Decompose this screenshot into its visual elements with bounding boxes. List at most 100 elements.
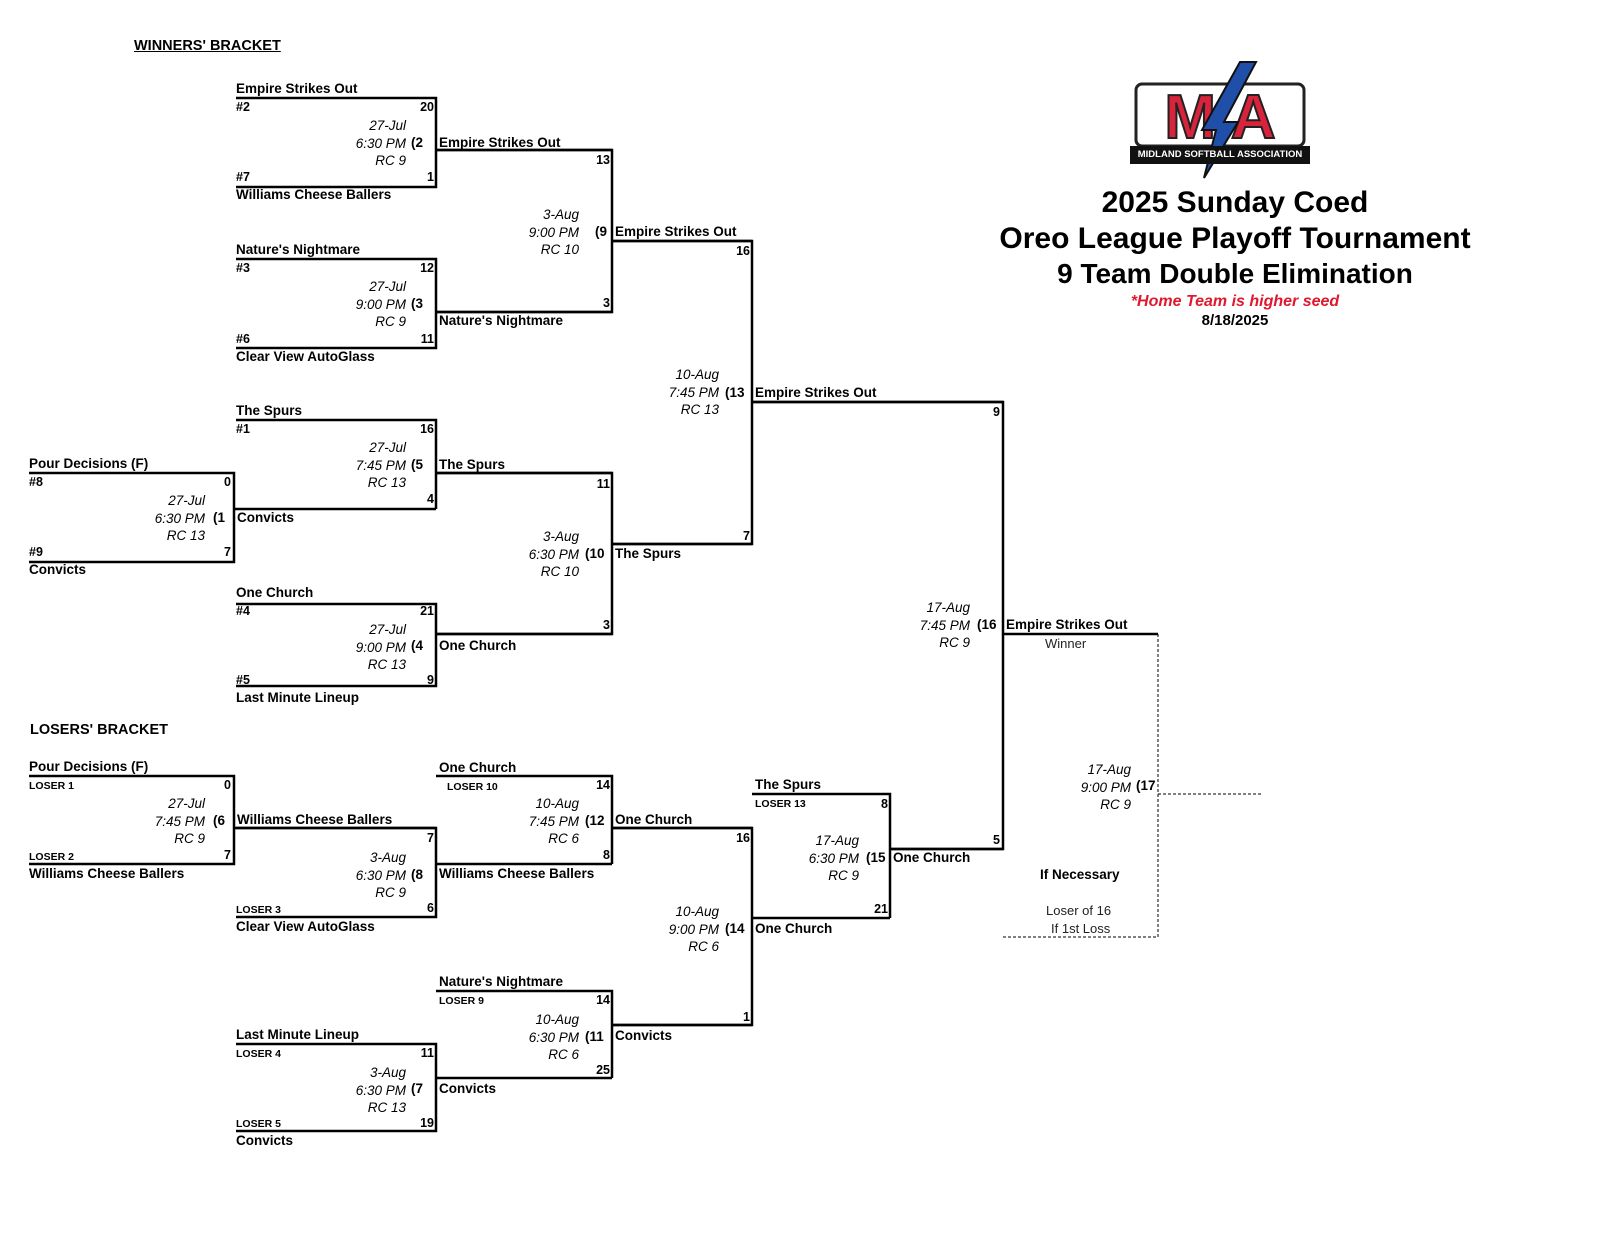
game-3-bottom-team: Clear View AutoGlass xyxy=(236,349,375,364)
game-1-top-seed: #8 xyxy=(29,475,43,489)
game-5-bracket xyxy=(236,418,438,509)
game-10-bottom-score: 3 xyxy=(603,618,610,632)
game-5-time: 7:45 PM xyxy=(355,457,406,473)
game-11-top-team: Nature's Nightmare xyxy=(439,974,563,989)
game-1-bottom-score: 7 xyxy=(224,545,231,559)
game-4-bottom-team: Last Minute Lineup xyxy=(236,690,359,705)
game-13-winner: Empire Strikes Out xyxy=(755,385,877,400)
game-12-time: 7:45 PM xyxy=(528,813,579,829)
game-3-time: 9:00 PM xyxy=(355,296,406,312)
game-11-bracket xyxy=(436,989,614,1078)
game-9-time: 9:00 PM xyxy=(528,224,579,240)
winners-bracket-heading: WINNERS' BRACKET xyxy=(134,38,281,54)
game-9-top-score: 13 xyxy=(596,153,610,167)
game-3-bracket xyxy=(236,257,438,350)
game-7-date: 3-Aug xyxy=(369,1065,406,1080)
losers-bracket-heading: LOSERS' BRACKET xyxy=(30,722,168,738)
game-15-bottom-score: 21 xyxy=(874,902,888,916)
game-17-bracket xyxy=(1003,634,1159,938)
game-6-bottom-team: Williams Cheese Ballers xyxy=(29,866,185,881)
logo-banner-text: MIDLAND SOFTBALL ASSOCIATION xyxy=(1137,149,1303,160)
game-12-top-team: One Church xyxy=(439,760,517,775)
game-16-winner: Empire Strikes Out xyxy=(1006,617,1128,632)
game-4-bracket xyxy=(236,602,438,688)
game-6-field: RC 9 xyxy=(174,831,205,846)
game-17-time: 9:00 PM xyxy=(1080,779,1131,795)
game-4-time: 9:00 PM xyxy=(355,639,406,655)
game-11-number: (11 xyxy=(585,1029,604,1044)
game-7-bottom-score: 19 xyxy=(420,1116,434,1130)
game-12-date: 10-Aug xyxy=(535,796,579,811)
game-16-top-score: 9 xyxy=(993,405,1000,419)
game-11-top-tag: LOSER 9 xyxy=(439,995,484,1007)
game-11-top-score: 14 xyxy=(596,993,610,1007)
game-10-winner: The Spurs xyxy=(615,546,682,561)
game-16-field: RC 9 xyxy=(939,635,970,650)
game-11-date: 10-Aug xyxy=(535,1012,579,1027)
game-15-top-score: 8 xyxy=(881,797,888,811)
game-8-winner: Williams Cheese Ballers xyxy=(439,866,595,881)
game-16-number: (16 xyxy=(977,617,997,632)
game-15-bracket xyxy=(752,792,892,918)
game-2-top-score: 20 xyxy=(420,100,434,114)
game-11-time: 6:30 PM xyxy=(528,1029,579,1045)
game-15-time: 6:30 PM xyxy=(808,850,859,866)
game-2-bracket xyxy=(236,96,438,189)
game-11-winner: Convicts xyxy=(615,1028,673,1043)
game-2-winner: Empire Strikes Out xyxy=(439,135,561,150)
game-1-date: 27-Jul xyxy=(168,493,205,508)
game-9-bracket xyxy=(436,148,614,314)
game-13-bottom-score: 7 xyxy=(743,529,750,543)
game-3-winner: Nature's Nightmare xyxy=(439,313,563,328)
game-15-winner: One Church xyxy=(893,850,971,865)
game-5-date: 27-Jul xyxy=(369,440,406,455)
game-14-winner: One Church xyxy=(755,921,833,936)
game-2-field: RC 9 xyxy=(375,153,406,168)
game-2-date: 27-Jul xyxy=(369,118,406,133)
game-2-bottom-seed: #7 xyxy=(236,170,250,184)
game-12-number: (12 xyxy=(585,813,605,828)
logo-graphic: M A xyxy=(1130,61,1310,179)
game-14-number: (14 xyxy=(725,921,745,936)
game-3-top-score: 12 xyxy=(420,261,434,275)
game-4-field: RC 13 xyxy=(367,657,406,672)
game-2-top-team: Empire Strikes Out xyxy=(236,81,358,96)
game-1-bottom-team: Convicts xyxy=(29,562,87,577)
game-12-field: RC 6 xyxy=(548,831,579,846)
game-8-time: 6:30 PM xyxy=(355,867,406,883)
game-12-bracket xyxy=(436,774,614,864)
game-4-bottom-score: 9 xyxy=(427,673,434,687)
game-3-bottom-seed: #6 xyxy=(236,332,250,346)
game-6-number: (6 xyxy=(213,813,226,828)
game-16-time: 7:45 PM xyxy=(919,617,970,633)
game-17-date: 17-Aug xyxy=(1087,762,1131,777)
game-7-winner: Convicts xyxy=(439,1081,497,1096)
game-5-top-seed: #1 xyxy=(236,422,250,436)
game-13-top-score: 16 xyxy=(736,244,750,258)
game-5-top-team: The Spurs xyxy=(236,403,303,418)
game-15-top-tag: LOSER 13 xyxy=(755,798,806,810)
game-17-field: RC 9 xyxy=(1100,797,1131,812)
game-17-schedule: 17-Aug 9:00 PM RC 9 xyxy=(1021,761,1131,814)
title-line-2: Oreo League Playoff Tournament xyxy=(999,222,1471,255)
game-4-top-team: One Church xyxy=(236,585,314,600)
game-1-bottom-seed: #9 xyxy=(29,545,43,559)
game-7-bottom-tag: LOSER 5 xyxy=(236,1118,281,1130)
game-10-bracket xyxy=(436,471,614,636)
game-6-winner: Williams Cheese Ballers xyxy=(237,812,393,827)
game-1-number: (1 xyxy=(213,510,226,525)
game-12-bottom-score: 8 xyxy=(603,848,610,862)
game-1-bracket xyxy=(29,471,236,564)
title-line-3: 9 Team Double Elimination xyxy=(1057,258,1413,289)
